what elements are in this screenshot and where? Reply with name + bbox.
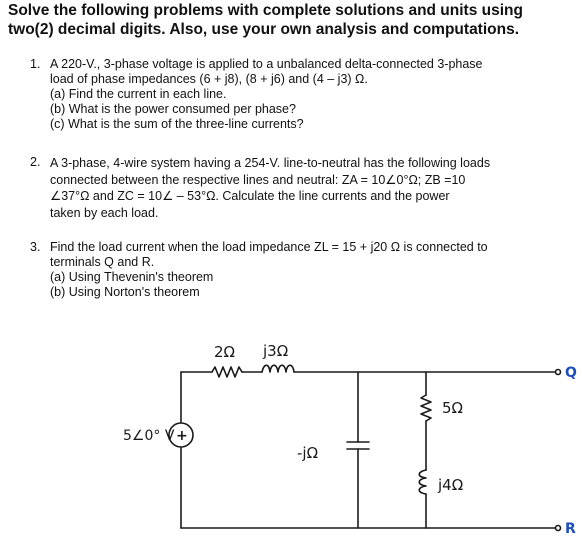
problem-text-line: connected between the respective lines a… — [50, 172, 466, 187]
problem-subquestion: (b) What is the power consumed per phase… — [50, 102, 296, 116]
problem-1: 1. A 220-V., 3-phase voltage is applied … — [30, 57, 570, 132]
problem-subquestion: (a) Find the current in each line. — [50, 87, 227, 101]
r1-label: 2Ω — [214, 343, 235, 361]
r2-label: 5Ω — [442, 399, 463, 417]
terminal-r-label: R — [565, 521, 576, 537]
terminal-q-icon — [554, 368, 562, 376]
problem-number: 3. — [30, 240, 41, 254]
problem-text-line: A 220-V., 3-phase voltage is applied to … — [50, 57, 483, 71]
terminal-r-icon — [554, 524, 562, 532]
problem-text-line: ∠37°Ω and ZC = 10∠ – 53°Ω. Calculate the… — [50, 189, 450, 203]
problem-text-line: Find the load current when the load impe… — [50, 240, 488, 254]
heading-line-2: two(2) decimal digits. Also, use your ow… — [8, 21, 520, 38]
problem-text-line: A 3-phase, 4-wire system having a 254-V.… — [50, 156, 491, 170]
problem-number: 1. — [30, 57, 41, 71]
inductor-j4ohm-icon — [418, 469, 427, 495]
source-label: 5∠0° V — [123, 428, 175, 444]
l1-label: j3Ω — [262, 342, 288, 360]
inductor-j3ohm-icon — [261, 364, 295, 373]
resistor-5ohm-icon — [420, 394, 432, 422]
problem-2: 2. A 3-phase, 4-wire system having a 254… — [30, 155, 570, 221]
voltage-source-icon — [168, 422, 194, 448]
l2-label: j4Ω — [437, 476, 463, 494]
heading-line-1: Solve the following problems with comple… — [8, 2, 523, 19]
problem-text-line: taken by each load. — [50, 205, 159, 220]
problem-text-line: load of phase impedances (6 + j8), (8 + … — [50, 72, 368, 86]
capacitor-icon — [346, 441, 370, 450]
terminal-q-label: Q — [565, 365, 577, 381]
resistor-2ohm-icon — [211, 366, 243, 378]
assignment-heading: Solve the following problems with comple… — [8, 1, 580, 39]
problem-number: 2. — [30, 155, 41, 169]
problem-subquestion: (b) Using Norton's theorem — [50, 285, 200, 299]
problem-subquestion: (c) What is the sum of the three-line cu… — [50, 117, 304, 131]
problem-3: 3. Find the load current when the load i… — [30, 240, 570, 300]
source-plus-sign: + — [176, 428, 188, 444]
problem-subquestion: (a) Using Thevenin's theorem — [50, 270, 214, 284]
c1-label: -jΩ — [297, 444, 318, 462]
problem-text-line: terminals Q and R. — [50, 255, 155, 269]
